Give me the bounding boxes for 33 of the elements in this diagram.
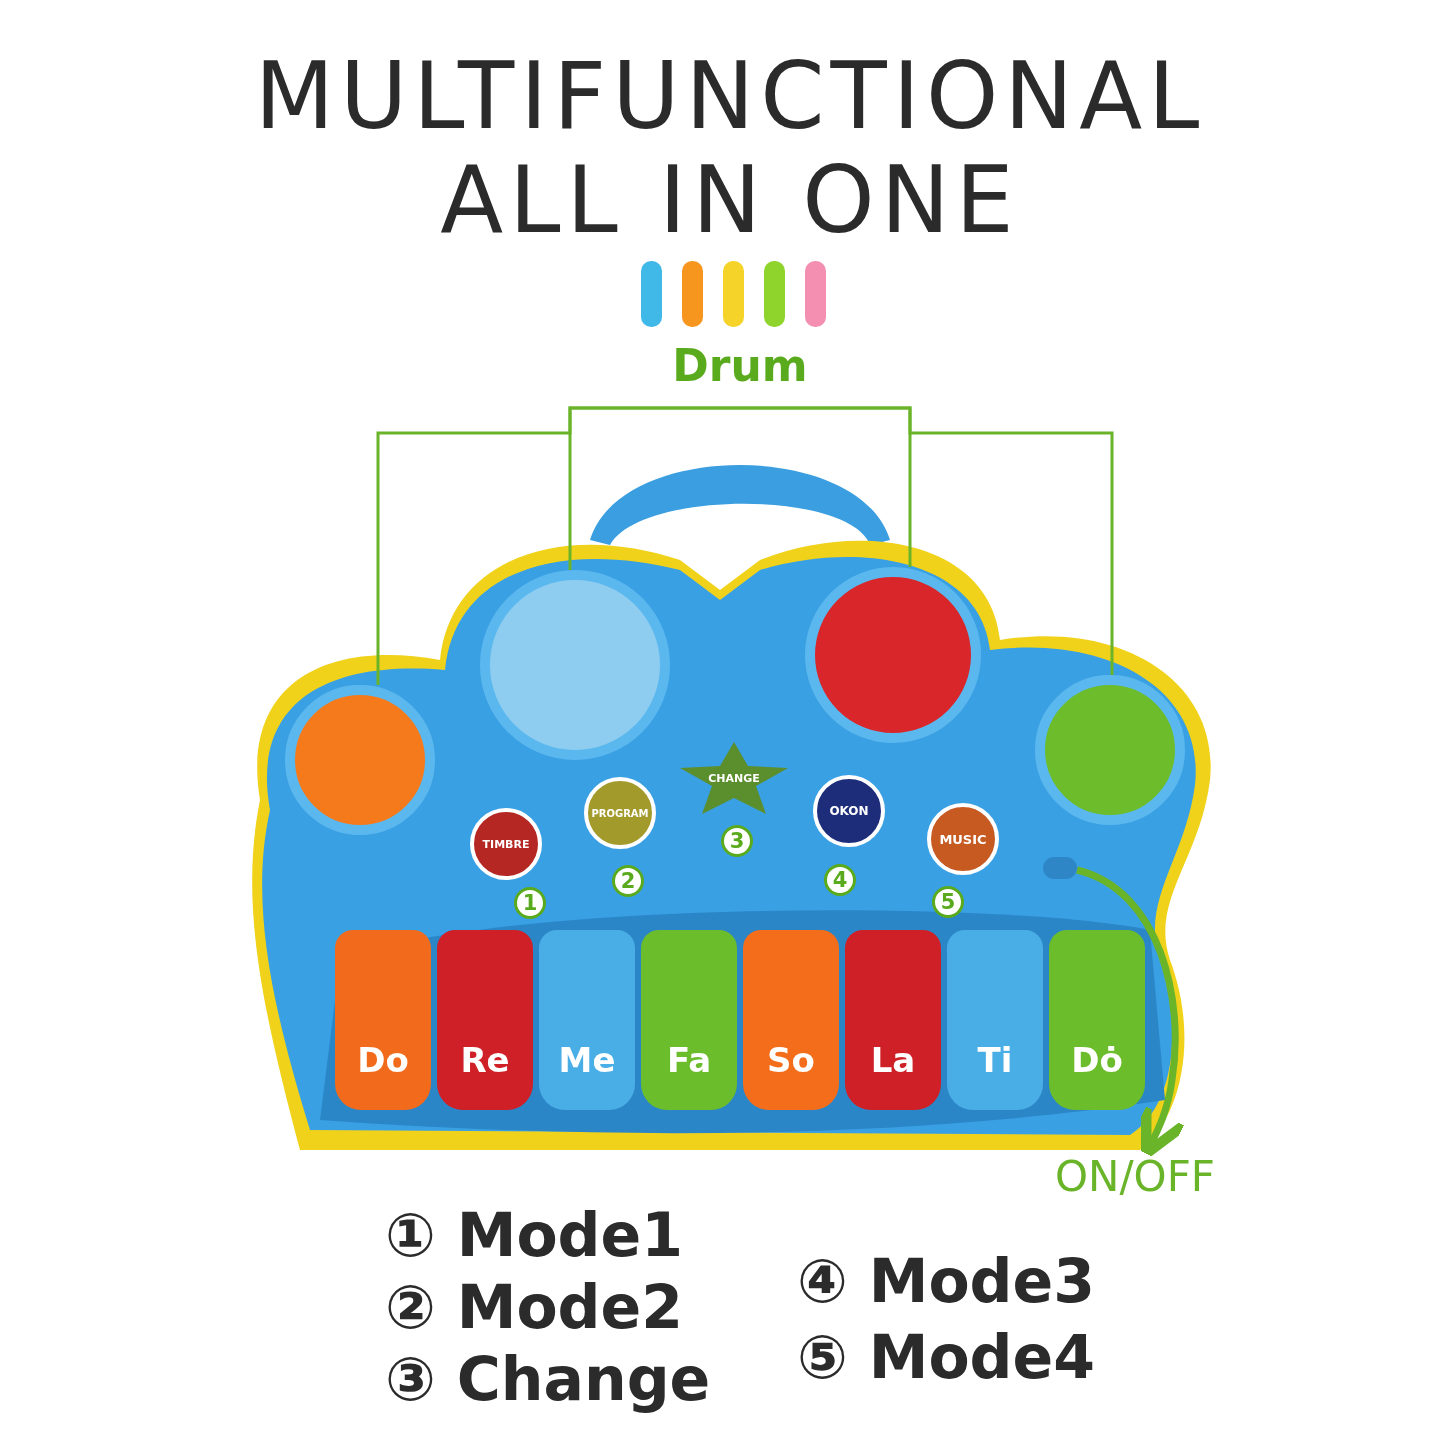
note-name: Me [558, 1040, 616, 1080]
note-name: Fa [666, 1040, 712, 1080]
piano-key [743, 930, 839, 1110]
note-name: La [870, 1040, 916, 1080]
note-name: Re [460, 1040, 510, 1080]
piano-key [335, 930, 431, 1110]
piano-key [641, 930, 737, 1110]
callout-text: ON/OFF [1055, 1151, 1215, 1201]
note-name: So [767, 1040, 815, 1080]
note-name: Dȯ [1071, 1040, 1123, 1080]
piano-key [1049, 930, 1145, 1110]
callout-text: Drum [672, 340, 808, 391]
button-label: TIMBRE [482, 837, 530, 851]
mode-legend-text: ⑤ Mode4 [797, 1322, 1095, 1392]
mode-legend-text: ① Mode1 [385, 1200, 683, 1270]
mode-legend-text: ② Mode2 [385, 1272, 683, 1342]
button-label: PROGRAM [591, 807, 649, 819]
leader-line [740, 406, 1114, 675]
mode-legend-text: ④ Mode3 [797, 1246, 1095, 1316]
piano-key [845, 930, 941, 1110]
power-switch [1043, 857, 1077, 879]
note-name: Ti [977, 1040, 1013, 1080]
note-name: Do [357, 1040, 409, 1080]
button-label: OKON [829, 804, 869, 818]
button-label: CHANGE [708, 771, 760, 785]
button-label: MUSIC [939, 831, 987, 847]
mode-legend-text: ③ Change [385, 1344, 711, 1414]
leader-line [568, 406, 740, 570]
title: MULTIFUNCTIONAL ALL IN ONE [253, 45, 1207, 253]
piano-key [539, 930, 635, 1110]
star-button [678, 742, 790, 814]
piano-key [947, 930, 1043, 1110]
piano-key [437, 930, 533, 1110]
